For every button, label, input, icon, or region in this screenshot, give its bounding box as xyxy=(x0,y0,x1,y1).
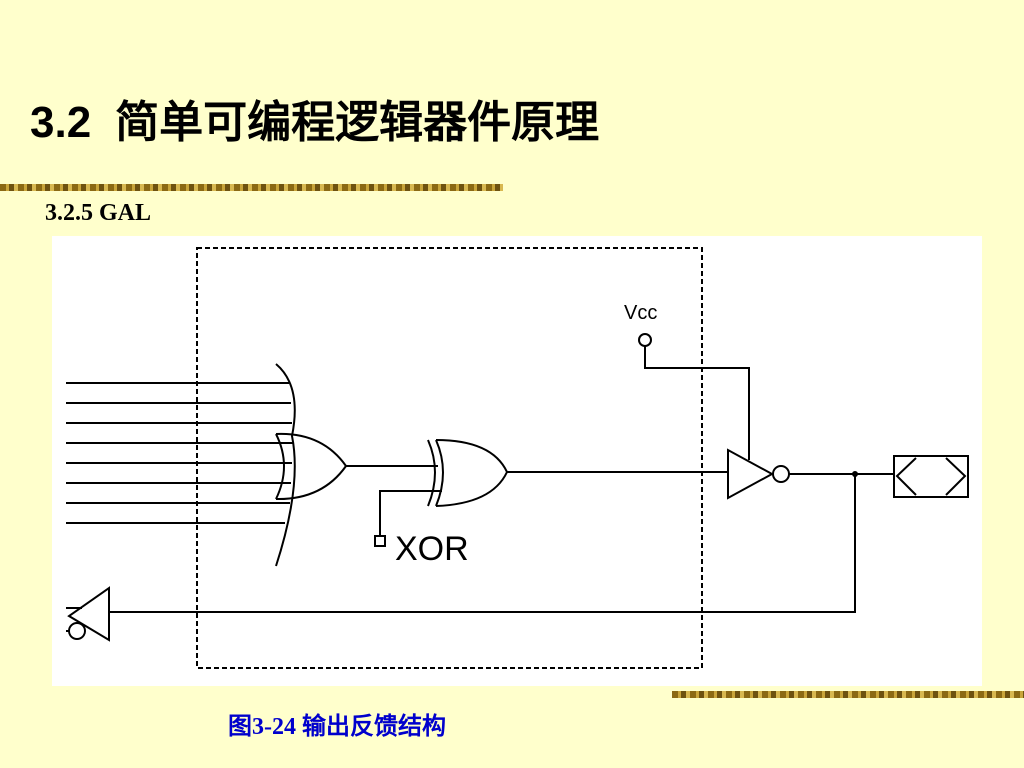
xor-gate xyxy=(427,439,509,507)
tristate-buffer xyxy=(727,448,775,500)
io-pin-right-chevron xyxy=(945,457,967,496)
olmc-boundary xyxy=(196,247,703,669)
or-gate xyxy=(275,363,348,567)
slide-title: 3.2 简单可编程逻辑器件原理 xyxy=(30,86,599,150)
io-pin-left-chevron xyxy=(895,457,917,496)
section-subtitle: 3.2.5 GAL xyxy=(45,200,152,226)
feedback-wire xyxy=(109,474,856,613)
inverter-bubble xyxy=(772,465,790,483)
feedback-inverter-bubble xyxy=(68,622,86,640)
circuit-diagram: XOR Vcc xyxy=(66,247,969,669)
vcc-enable-wire xyxy=(644,346,750,460)
xor-label: XOR xyxy=(395,530,469,568)
vcc-label: Vcc xyxy=(624,302,657,324)
product-term-lines xyxy=(66,382,293,524)
title-text: 简单可编程逻辑器件原理 xyxy=(115,98,600,147)
decorative-bar-top xyxy=(0,184,503,191)
vcc-terminal xyxy=(638,333,652,347)
feedback-buffer xyxy=(67,586,110,642)
io-pin xyxy=(893,455,969,498)
xor-control-wire xyxy=(379,490,442,536)
figure-caption: 图3-24 输出反馈结构 xyxy=(228,714,446,740)
circuit-figure: XOR Vcc xyxy=(52,236,982,686)
title-number: 3.2 xyxy=(30,98,92,147)
xor-control-terminal xyxy=(374,535,386,547)
decorative-bar-bottom xyxy=(672,691,1024,698)
